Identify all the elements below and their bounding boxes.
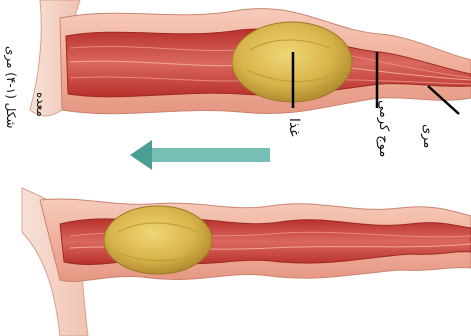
direction-arrow bbox=[130, 140, 270, 170]
label-food: غذا bbox=[287, 118, 301, 137]
direction-arrow-head bbox=[130, 140, 152, 170]
esophagus-bottom bbox=[40, 199, 471, 281]
label-stomach: معده bbox=[34, 92, 48, 117]
esophagus-top bbox=[60, 9, 471, 114]
figure-caption: شکل (۱-۴) مری bbox=[4, 46, 18, 128]
label-esophagus: مری bbox=[420, 124, 434, 148]
label-peristaltic-wave: موج کرمی bbox=[360, 100, 390, 157]
food-bolus-bottom bbox=[104, 206, 212, 274]
direction-arrow-shaft bbox=[150, 148, 270, 162]
